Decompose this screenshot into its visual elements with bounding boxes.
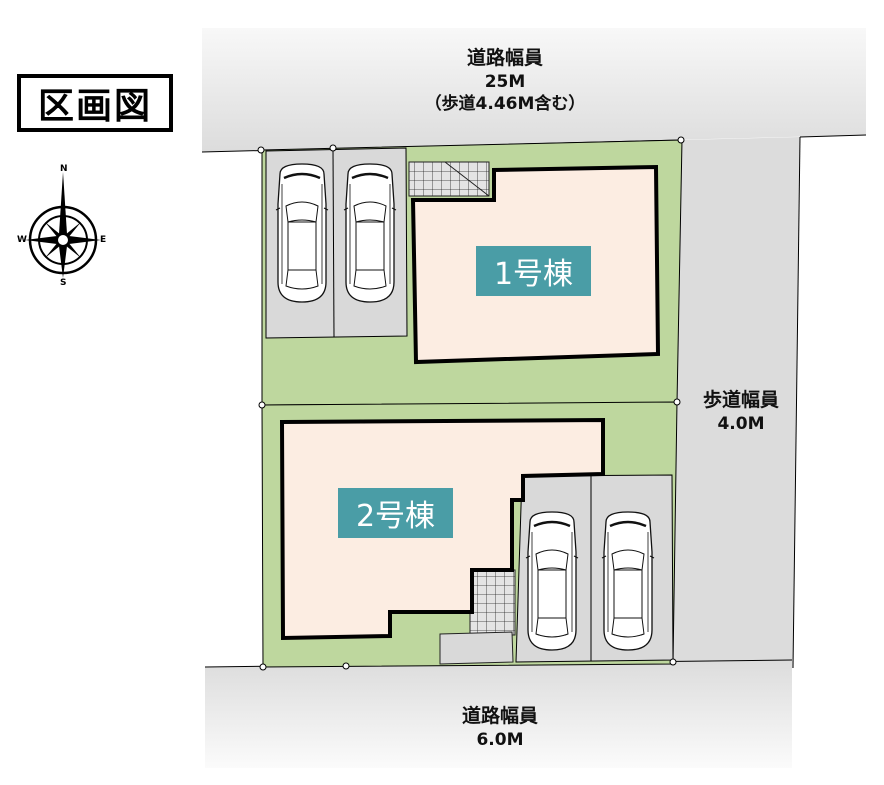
road-north-note: （歩道4.46M含む） xyxy=(424,93,586,114)
road-south xyxy=(205,660,792,768)
lot-2-label: 2号棟 xyxy=(338,488,453,538)
road-north-label: 道路幅員 25M （歩道4.46M含む） xyxy=(400,46,610,115)
compass-north-label: N xyxy=(60,164,68,174)
road-east-width: 4.0M xyxy=(717,413,765,434)
compass-south-label: S xyxy=(60,278,67,288)
road-north xyxy=(202,28,866,152)
road-east-label: 歩道幅員 4.0M xyxy=(686,388,796,435)
road-south-title: 道路幅員 xyxy=(461,705,538,727)
road-north-width: 25M xyxy=(484,71,526,92)
lot-2 xyxy=(261,401,678,668)
page-title: 区画図 xyxy=(17,74,173,132)
road-south-width: 6.0M xyxy=(476,729,524,750)
road-north-title: 道路幅員 xyxy=(466,47,543,69)
compass-west-label: W xyxy=(17,235,27,245)
lot-1 xyxy=(261,139,683,406)
lot-1-label: 1号棟 xyxy=(476,246,591,296)
road-east xyxy=(672,137,800,668)
boundary-markers xyxy=(257,136,685,671)
compass-rose-icon xyxy=(25,172,101,278)
compass-east-label: E xyxy=(100,235,107,245)
road-south-label: 道路幅員 6.0M xyxy=(440,704,560,751)
road-east-title: 歩道幅員 xyxy=(702,389,779,411)
